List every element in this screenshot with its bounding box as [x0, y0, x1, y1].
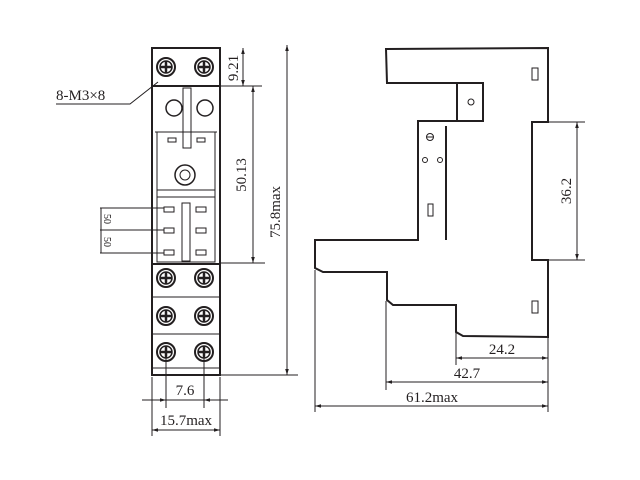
front-view: 8-M3×8 9.21 50.13 75.8max 50 50 7.6 15.7… — [56, 45, 298, 436]
dim-total-height: 75.8max — [268, 185, 284, 238]
dim-depth: 61.2max — [406, 390, 459, 406]
dim-pin-pitch-b: 50 — [101, 237, 112, 247]
dim-relay-section: 50.13 — [234, 158, 250, 192]
relay-pins — [163, 206, 207, 256]
dim-step1: 24.2 — [489, 342, 515, 358]
socket-body-outline — [151, 47, 221, 376]
dim-rail: 36.2 — [559, 178, 575, 204]
dim-width: 15.7max — [160, 413, 213, 429]
side-outline — [314, 46, 549, 339]
dim-pin-pitch-a: 50 — [101, 214, 112, 224]
dim-screw-pitch: 7.6 — [176, 383, 195, 399]
side-view: 36.2 24.2 42.7 61.2max — [314, 46, 585, 412]
hold-down-hole — [174, 164, 196, 186]
dim-top-terminal: 9.21 — [226, 55, 242, 81]
dim-step2: 42.7 — [454, 366, 481, 382]
screw-spec-label: 8-M3×8 — [56, 88, 105, 104]
